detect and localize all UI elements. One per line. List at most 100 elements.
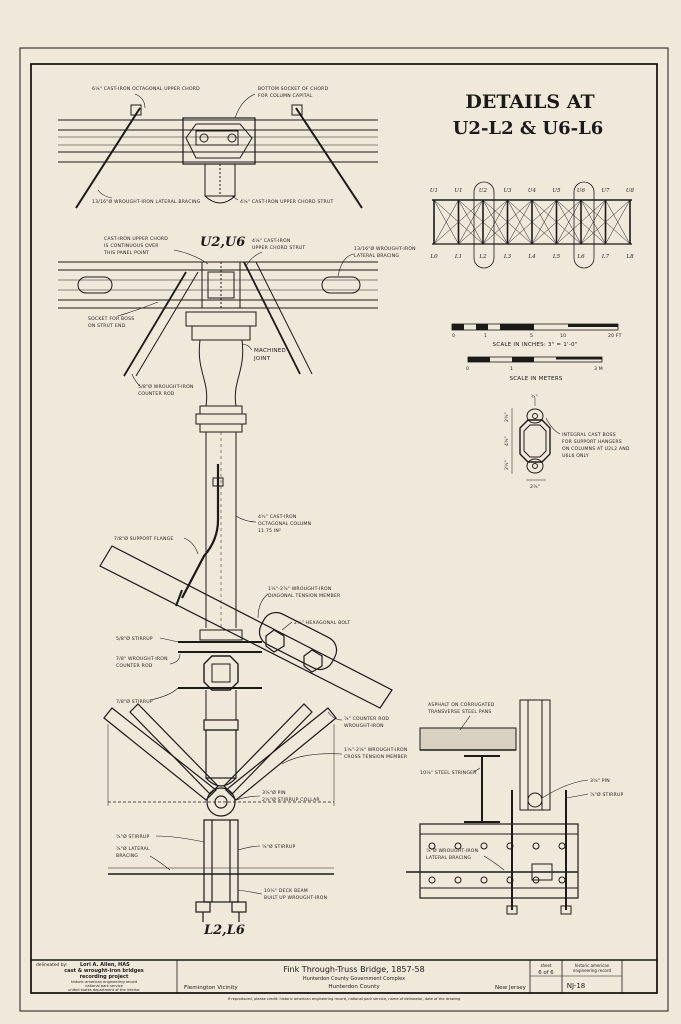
boss-note-2: for support hangers bbox=[562, 439, 622, 445]
truss-node-label-lower: L8 bbox=[625, 254, 634, 260]
boss-dim-b: 4¾" bbox=[504, 436, 510, 446]
truss-diagonal bbox=[531, 199, 582, 245]
truss-node-label-upper: U7 bbox=[601, 188, 610, 194]
label-counter-rod-col-2: counter rod bbox=[116, 663, 153, 669]
tb-project-1: cast & wrought-iron bridges bbox=[64, 968, 143, 974]
label-continuous-1: cast-iron upper chord bbox=[104, 236, 168, 242]
label-counter-rod-mid-2: counter rod bbox=[138, 391, 175, 397]
label-lateral-bracing-top: 13/16"ø wrought-iron lateral bracing bbox=[92, 198, 201, 205]
truss-node-label-lower: L4 bbox=[527, 254, 536, 260]
truss-diagonal bbox=[507, 199, 533, 245]
truss-diagonal bbox=[556, 199, 606, 245]
boss-labels: ¾" 2¾" 4¾" 2½" 2¾" integral cast boss fo… bbox=[503, 394, 630, 490]
truss-diagonal bbox=[482, 199, 533, 245]
truss-diagonal bbox=[458, 199, 508, 245]
label-counter-rod-mid-1: 5/8"ø wrought-iron bbox=[138, 383, 194, 390]
rivet bbox=[532, 842, 540, 850]
boss-note-4: U6L6 only bbox=[562, 453, 589, 459]
truss-node-label-lower: L5 bbox=[552, 254, 561, 260]
truss-diagonal bbox=[482, 199, 508, 245]
truss-node-label-lower: L2 bbox=[478, 254, 487, 260]
label-lateral-section-2: lateral bracing bbox=[426, 855, 471, 861]
label-deck-beam-1: 10¼" deck beam bbox=[264, 888, 308, 894]
node-label-upper: U2,U6 bbox=[200, 235, 245, 250]
truss-diagonal bbox=[433, 199, 484, 245]
tb-record-number: NJ-18 bbox=[567, 982, 585, 990]
label-pin-bottom: 3⅝"ø pin bbox=[262, 789, 286, 796]
title-line-2: U2-L2 & U6-L6 bbox=[453, 118, 604, 139]
label-chord-strut-2: upper chord strut bbox=[252, 245, 305, 251]
label-asphalt-2: transverse steel pans bbox=[427, 709, 492, 715]
tb-agency-3: united states department of the interior bbox=[68, 988, 140, 992]
truss-node-label-lower: L7 bbox=[601, 254, 610, 260]
boss-note-3: on columns at U2L2 and bbox=[562, 446, 630, 452]
boss-dim-a: 2¾" bbox=[504, 412, 510, 422]
label-column-2: octagonal column bbox=[258, 521, 311, 527]
inch-scale: 0 1 5 10 20 ft scale in inches: 3" = 1'-… bbox=[451, 323, 622, 348]
boss-note-1: integral cast boss bbox=[562, 432, 616, 438]
tb-record-1: historic american bbox=[575, 963, 610, 968]
column-leaders bbox=[149, 515, 293, 701]
tb-delineator: Lori A. Allen, HAS bbox=[80, 962, 130, 968]
outer-border bbox=[19, 47, 669, 1012]
node-label-lower: L2,L6 bbox=[203, 923, 245, 938]
inch-scale-tick-2: 5 bbox=[530, 333, 533, 339]
boss-leader bbox=[545, 417, 561, 435]
label-socket-2: on strut end bbox=[88, 323, 126, 329]
label-bottom-socket-1: bottom socket of chord bbox=[258, 86, 329, 92]
label-bottom-socket-2: for column capital bbox=[258, 93, 313, 99]
truss-node-label-upper: U4 bbox=[528, 188, 537, 194]
label-counter-rod-bottom-2: wrought-iron bbox=[344, 723, 384, 729]
tb-agency-1: historic american engineering record bbox=[71, 980, 137, 984]
truss-node-label-upper: U1 bbox=[430, 188, 438, 194]
top-leaders bbox=[97, 93, 256, 201]
integral-boss-detail bbox=[511, 398, 551, 481]
label-upper-chord: 6⅛" cast-iron octagonal upper chord bbox=[92, 86, 200, 92]
rivet bbox=[558, 842, 566, 850]
bottom-dimension-lines bbox=[107, 724, 335, 806]
lower-panel-point bbox=[103, 703, 337, 922]
label-hex-bolt: 2⅛" hexagonal bolt bbox=[294, 620, 350, 626]
label-stirrup-collar: 2⅛"ø stirrup collar bbox=[262, 796, 320, 803]
meter-scale-tick-1: 1 bbox=[510, 366, 513, 372]
label-asphalt-1: asphalt on corrugated bbox=[428, 702, 495, 708]
label-machined-2: joint bbox=[253, 356, 271, 362]
label-socket-1: socket for boss bbox=[88, 316, 134, 322]
label-cross-tension-2: cross tension member bbox=[344, 754, 408, 760]
label-chord-strut-1: 4⅛" cast-iron bbox=[252, 238, 290, 244]
tb-bridge-name: Fink Through-Truss Bridge, 1857-58 bbox=[283, 965, 424, 974]
upper-chord-elevation bbox=[58, 261, 378, 433]
label-stirrup-b: ⅞"ø stirrup bbox=[262, 843, 295, 850]
mid-labels: cast-iron upper chord is continuous over… bbox=[88, 236, 416, 397]
label-chord-strut-top: 4⅛" cast-iron upper chord strut bbox=[240, 199, 334, 205]
truss-diagonal bbox=[433, 199, 459, 245]
tb-county: Hunterdon County bbox=[328, 984, 380, 990]
tb-credit: if reproduced, please credit: historic a… bbox=[228, 997, 460, 1001]
label-support-flange: 7/8"ø support flange bbox=[114, 535, 174, 542]
column bbox=[181, 432, 237, 628]
inch-scale-tick-0: 0 bbox=[452, 333, 455, 339]
truss-diagonal bbox=[458, 199, 484, 245]
meter-scale-label: scale in meters bbox=[509, 376, 562, 382]
inch-scale-tick-4: 20 ft bbox=[608, 333, 622, 339]
tb-agency-2: national park service bbox=[85, 984, 124, 988]
tb-location: Flemington Vicinity bbox=[184, 985, 238, 991]
inch-scale-label: scale in inches: 3" = 1'-0" bbox=[492, 342, 577, 348]
rivet bbox=[454, 842, 462, 850]
label-stirrup-a: ⅞"ø stirrup bbox=[116, 833, 149, 840]
label-diagonal-1: 1⅛"-2⅞" wrought-iron bbox=[268, 586, 331, 592]
truss-diagonal bbox=[580, 199, 606, 245]
label-counter-rod-col-1: 7/8" wrought-iron bbox=[116, 656, 168, 662]
upper-chord-labels: 6⅛" cast-iron octagonal upper chord bott… bbox=[92, 86, 334, 205]
label-lateral-bottom-1: ⅞"ø lateral bbox=[116, 845, 150, 852]
truss-node-label-upper: U2 bbox=[479, 188, 488, 194]
bottom-labels: ⅞" counter rod wrought-iron 1⅛"-2⅛" wrou… bbox=[116, 716, 408, 938]
boss-dim-top: ¾" bbox=[531, 394, 538, 400]
tb-sheet-number: 6 of 6 bbox=[538, 970, 554, 976]
upper-chord-plan bbox=[58, 104, 378, 209]
rivet bbox=[454, 876, 462, 884]
